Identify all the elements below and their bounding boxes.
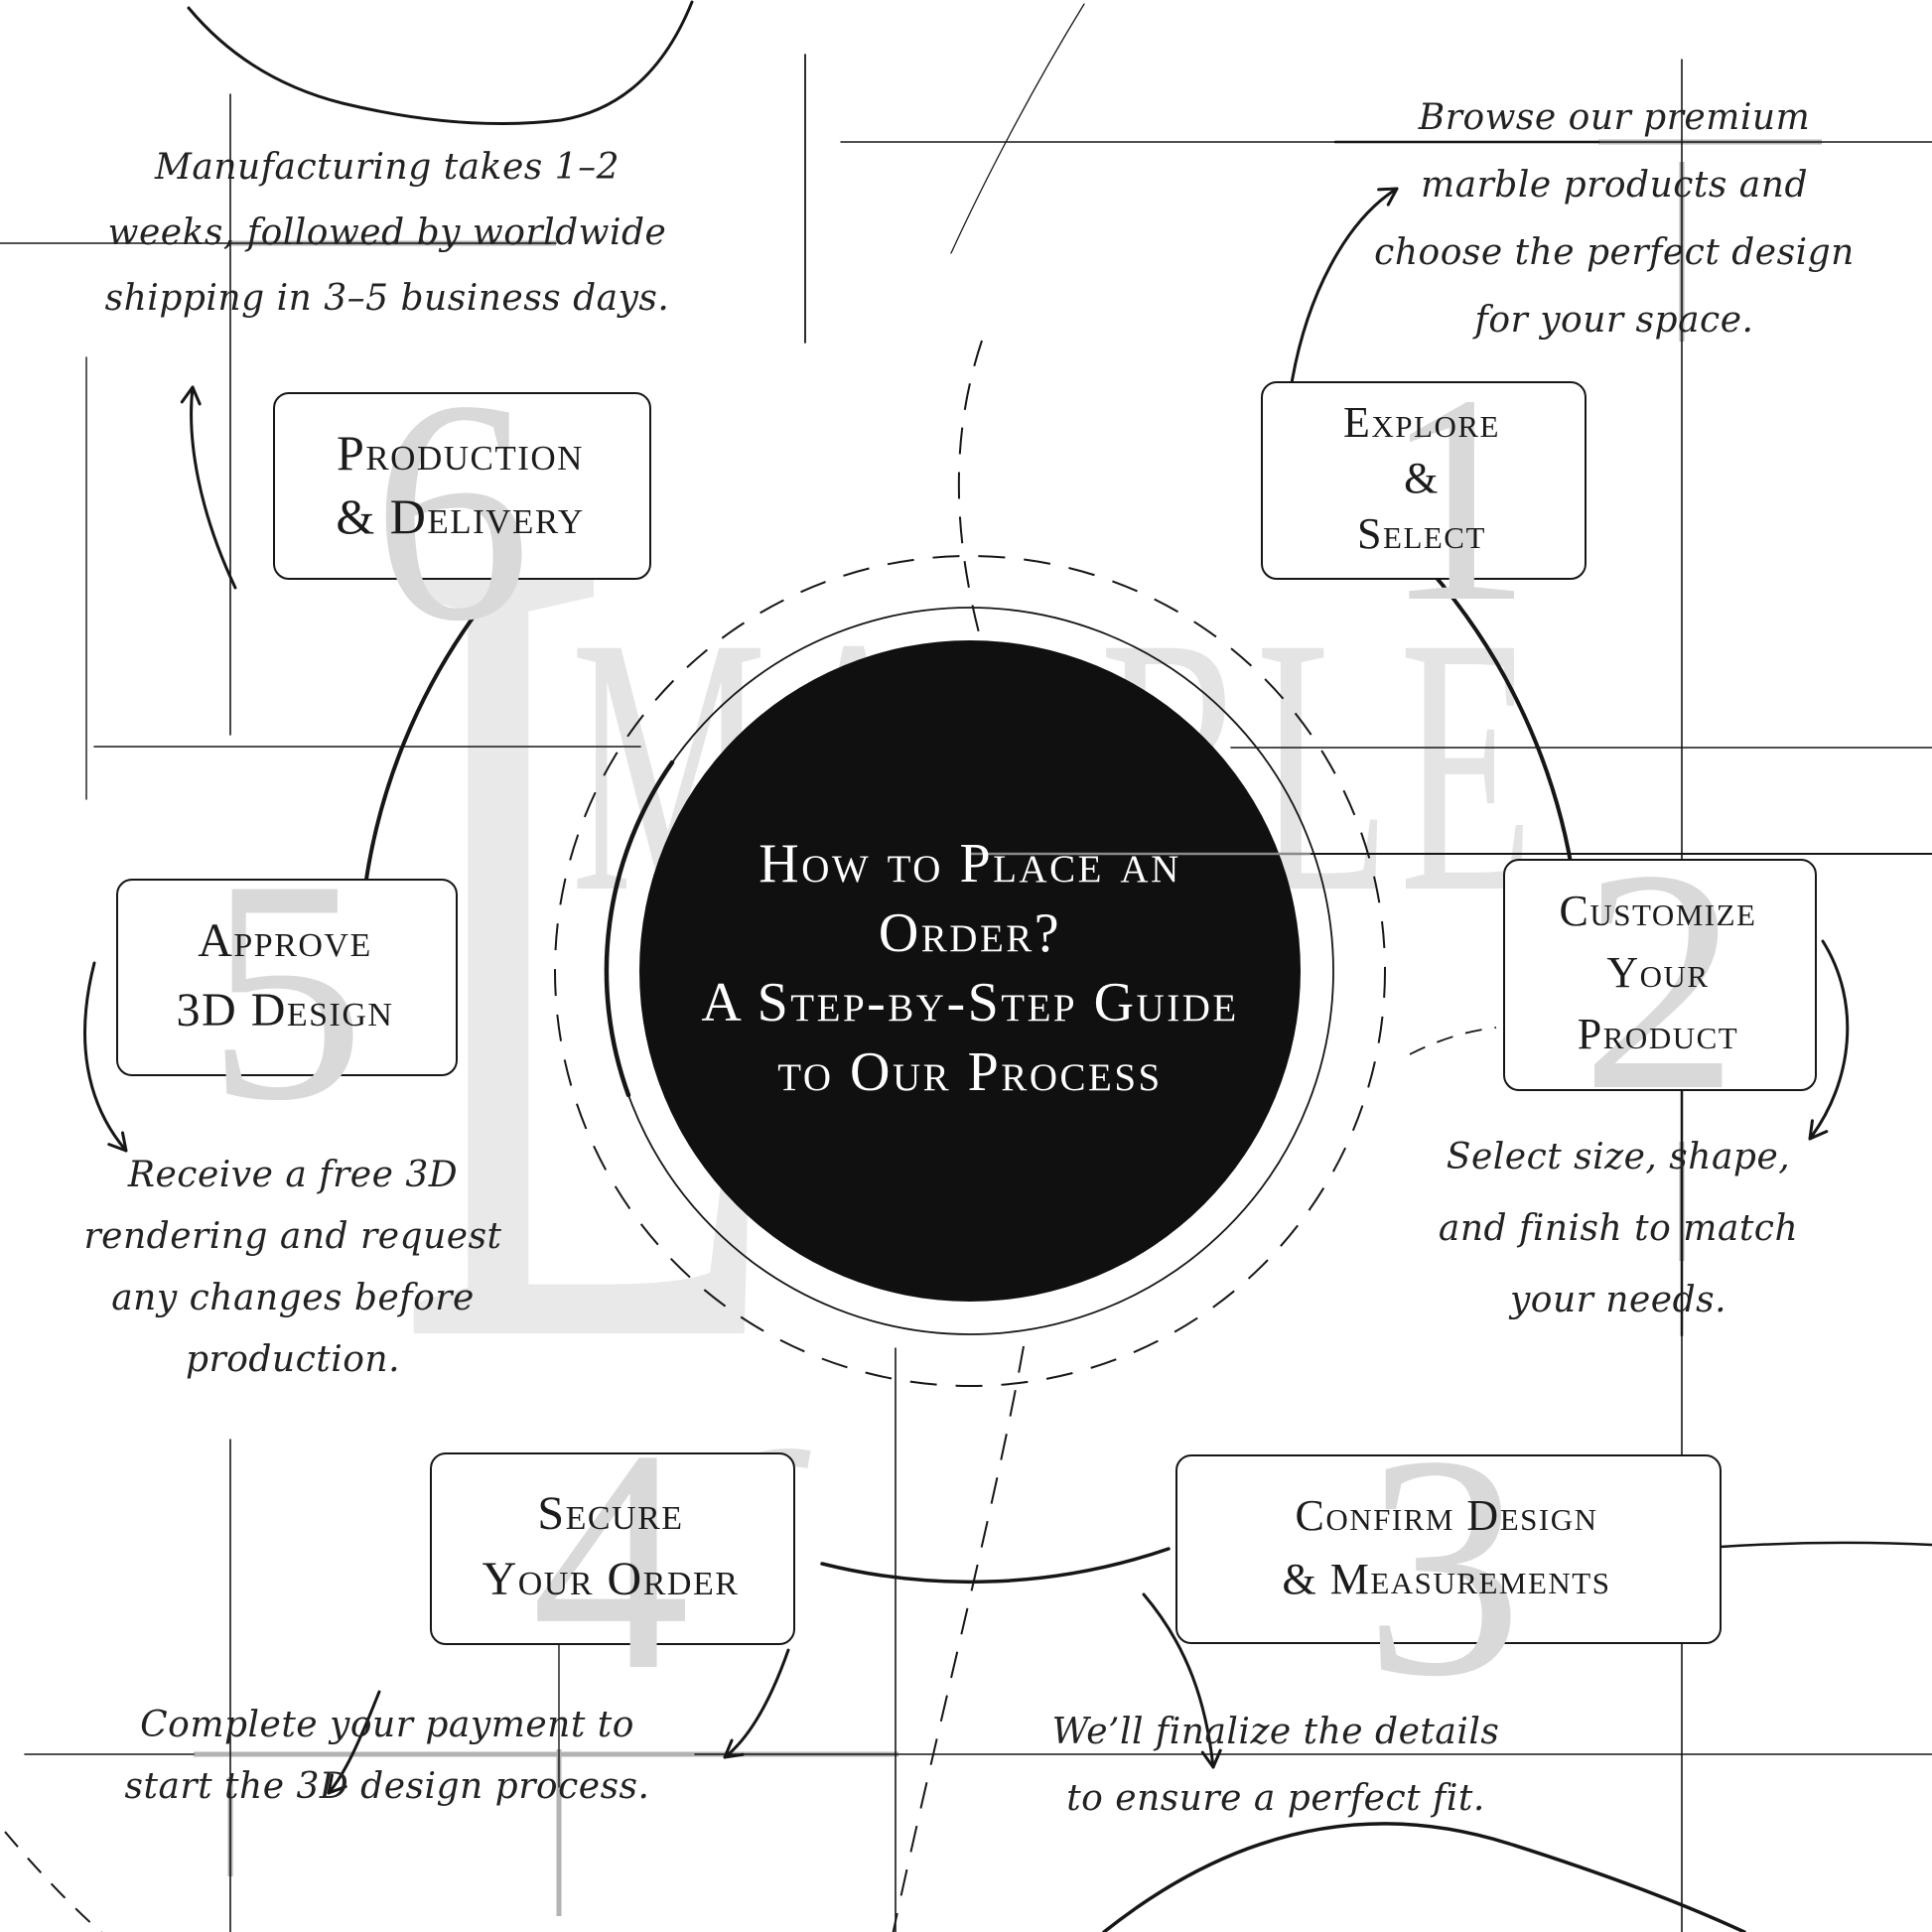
inner-ring (604, 607, 1334, 1335)
step-label-confirm-design: Confirm Design & Measurements (1282, 1490, 1611, 1603)
step-box-production-delivery (273, 392, 651, 580)
step-label-secure-order: Secure Your Order (482, 1487, 740, 1605)
step-number-5: 5 (207, 815, 365, 1167)
step-label-approve-3d-design: Approve 3D Design (176, 913, 394, 1036)
arrow-approve-to-note (83, 961, 128, 1153)
arrow-secure-left (327, 1690, 381, 1795)
step-box-secure-order (430, 1452, 795, 1645)
dashed-orbit-lines (4, 340, 1497, 1932)
note-production-delivery: Manufacturing takes 1–2 weeks, followed … (104, 147, 670, 319)
note-secure-order: Complete your payment to start the 3D de… (124, 1705, 650, 1807)
arrow-customize-to-note (1808, 939, 1850, 1141)
step-label-explore-select: Explore & Select (1343, 398, 1500, 558)
step-box-customize-product (1503, 859, 1817, 1091)
note-explore-select: Browse our premium marble products and c… (1374, 97, 1855, 341)
arrow-confirm-to-note (1142, 1592, 1222, 1769)
arrow-explore-to-note (1289, 187, 1399, 391)
diagram-title: How to Place an Order? A Step-by-Step Gu… (701, 833, 1239, 1103)
step-label-production-delivery: Production & Delivery (336, 424, 585, 544)
note-confirm-design: We’ll finalize the details to ensure a p… (1051, 1712, 1500, 1819)
step-number-3: 3 (1364, 1391, 1523, 1742)
step-label-customize-product: Customize Your Product (1559, 887, 1757, 1058)
step-number-2: 2 (1581, 805, 1739, 1157)
step-number-1: 1 (1383, 334, 1532, 663)
arrow-production-to-note (180, 385, 237, 590)
center-circle (639, 640, 1301, 1302)
arrow-secure-right (723, 1648, 790, 1759)
note-approve-3d-design: Receive a free 3D rendering and request … (83, 1155, 502, 1380)
step-box-confirm-design (1175, 1454, 1722, 1644)
step-number-4: 4 (531, 1385, 690, 1736)
note-customize-product: Select size, shape, and finish to match … (1438, 1137, 1799, 1320)
step-box-approve-3d-design (116, 879, 458, 1076)
step-number-6: 6 (372, 336, 531, 687)
annotation-arrows (83, 187, 1850, 1795)
step-box-explore-select (1261, 381, 1587, 580)
